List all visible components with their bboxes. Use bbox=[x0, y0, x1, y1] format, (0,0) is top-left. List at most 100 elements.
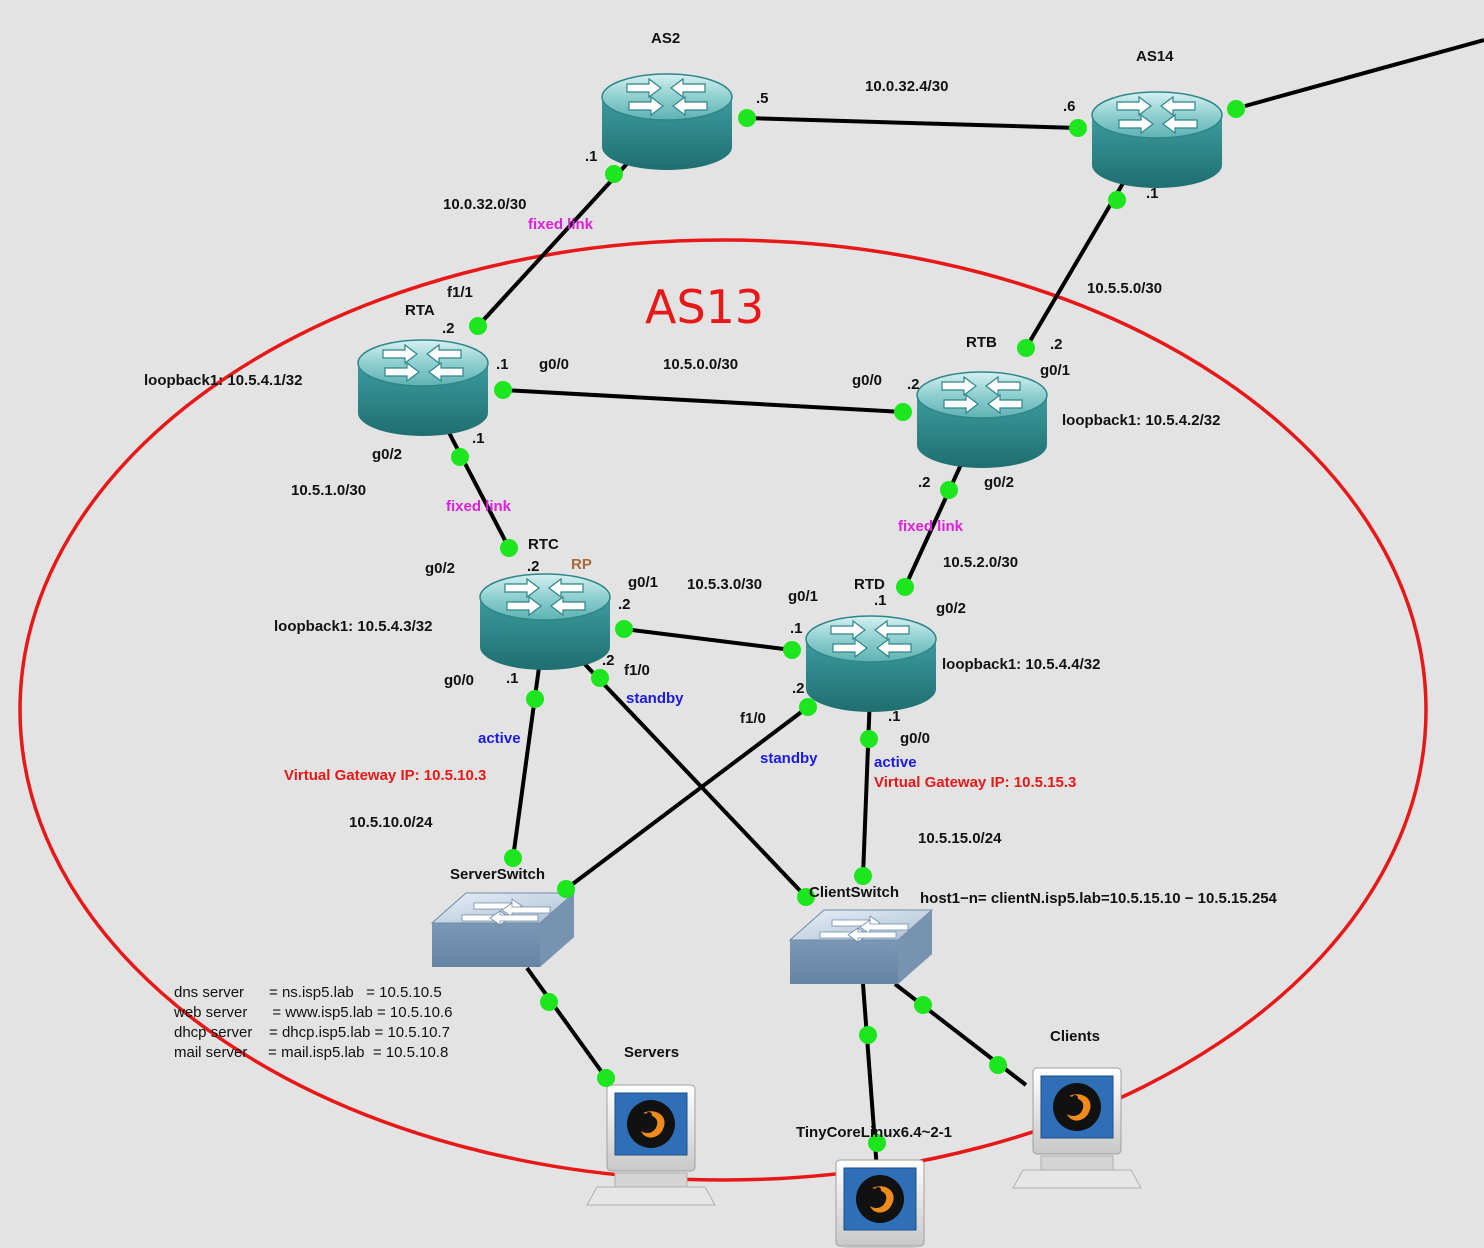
port-label: g0/2 bbox=[936, 600, 966, 617]
label-rtc: RTC bbox=[528, 536, 559, 553]
ports bbox=[451, 100, 1245, 1152]
link-as14-external bbox=[1244, 38, 1484, 108]
subnet-rta-rtc: 10.5.1.0/30 bbox=[291, 482, 366, 499]
label-tinycore: TinyCoreLinux6.4~2-1 bbox=[796, 1124, 952, 1141]
subnet-client-net: 10.5.15.0/24 bbox=[918, 830, 1002, 847]
port-label: .1 bbox=[790, 620, 803, 637]
port-label: g0/2 bbox=[984, 474, 1014, 491]
port-dot bbox=[1069, 119, 1087, 137]
port-dot bbox=[500, 539, 518, 557]
port-label: .6 bbox=[1063, 98, 1076, 115]
port-dot bbox=[494, 381, 512, 399]
port-label: g0/0 bbox=[852, 372, 882, 389]
port-dot bbox=[868, 1134, 886, 1152]
subnet-rtc-rtd: 10.5.3.0/30 bbox=[687, 576, 762, 593]
as13-title: AS13 bbox=[645, 280, 764, 334]
subnet-rtb-rtd: 10.5.2.0/30 bbox=[943, 554, 1018, 571]
port-dot bbox=[797, 888, 815, 906]
port-dot bbox=[860, 730, 878, 748]
port-label: .2 bbox=[602, 652, 615, 669]
virtual-gateway-server: Virtual Gateway IP: 10.5.10.3 bbox=[284, 767, 486, 784]
pc-servers[interactable] bbox=[586, 1084, 716, 1206]
router-as2[interactable] bbox=[601, 73, 733, 171]
port-dot bbox=[540, 993, 558, 1011]
loopback-rtc: loopback1: 10.5.4.3/32 bbox=[274, 618, 432, 635]
link-rtc-clientswitch bbox=[576, 655, 808, 899]
virtual-gateway-client: Virtual Gateway IP: 10.5.15.3 bbox=[874, 774, 1076, 791]
label-rtb: RTB bbox=[966, 334, 997, 351]
label-rta: RTA bbox=[405, 302, 435, 319]
port-dot bbox=[896, 578, 914, 596]
port-dot bbox=[591, 669, 609, 687]
link-as2-rta bbox=[476, 153, 637, 328]
link-rtb-rtd bbox=[903, 457, 966, 588]
port-label: .2 bbox=[442, 320, 455, 337]
port-label: g0/1 bbox=[628, 574, 658, 591]
router-rtd[interactable] bbox=[805, 615, 937, 713]
router-rtb[interactable] bbox=[916, 371, 1048, 469]
fixed-link-label: fixed link bbox=[528, 216, 594, 233]
port-dot bbox=[526, 690, 544, 708]
port-label: g0/1 bbox=[788, 588, 818, 605]
link-serverswitch-servers bbox=[525, 966, 608, 1080]
port-dot bbox=[914, 996, 932, 1014]
port-label: .5 bbox=[756, 90, 769, 107]
port-label: .2 bbox=[527, 558, 540, 575]
port-dot bbox=[597, 1069, 615, 1087]
subnet-rta-rtb: 10.5.0.0/30 bbox=[663, 356, 738, 373]
port-label: .1 bbox=[874, 592, 887, 609]
port-dot bbox=[940, 481, 958, 499]
port-dot bbox=[1108, 191, 1126, 209]
port-dot bbox=[989, 1056, 1007, 1074]
label-rtd: RTD bbox=[854, 576, 885, 593]
hsrp-active-label: active bbox=[478, 730, 521, 747]
port-label: f1/0 bbox=[624, 662, 650, 679]
port-label: .1 bbox=[506, 670, 519, 687]
port-label: g0/2 bbox=[372, 446, 402, 463]
port-dot bbox=[451, 448, 469, 466]
label-clients: Clients bbox=[1050, 1028, 1100, 1045]
link-rtd-serverswitch bbox=[564, 705, 810, 891]
client-hosts-note: host1−n= clientN.isp5.lab=10.5.15.10 − 1… bbox=[920, 890, 1278, 907]
port-label: g0/0 bbox=[900, 730, 930, 747]
port-label: .2 bbox=[1050, 336, 1063, 353]
port-label: .1 bbox=[1146, 185, 1159, 202]
port-dot bbox=[504, 849, 522, 867]
label-clientswitch: ClientSwitch bbox=[809, 884, 899, 901]
as13-boundary bbox=[18, 238, 1428, 1182]
port-dot bbox=[894, 403, 912, 421]
link-rtd-clientswitch bbox=[861, 694, 872, 877]
loopback-rta: loopback1: 10.5.4.1/32 bbox=[144, 372, 302, 389]
link-clientswitch-clients bbox=[893, 982, 1028, 1087]
link-rtc-serverswitch bbox=[511, 659, 542, 859]
port-dot bbox=[615, 620, 633, 638]
port-label: f1/0 bbox=[740, 710, 766, 727]
subnet-as14-rtb: 10.5.5.0/30 bbox=[1087, 280, 1162, 297]
label-serverswitch: ServerSwitch bbox=[450, 866, 545, 883]
port-label: g0/0 bbox=[539, 356, 569, 373]
port-label: .1 bbox=[585, 148, 598, 165]
switch-serverswitch[interactable] bbox=[431, 892, 575, 968]
server-list-item: web server = www.isp5.lab = 10.5.10.6 bbox=[173, 1004, 452, 1021]
switch-clientswitch[interactable] bbox=[789, 909, 933, 985]
router-as14[interactable] bbox=[1091, 91, 1223, 189]
port-dot bbox=[854, 867, 872, 885]
fixed-link-label: fixed link bbox=[898, 518, 964, 535]
port-dot bbox=[799, 698, 817, 716]
rp-label: RP bbox=[571, 556, 592, 573]
pc-clients[interactable] bbox=[1012, 1067, 1142, 1189]
hsrp-standby-label: standby bbox=[760, 750, 818, 767]
server-list-item: mail server = mail.isp5.lab = 10.5.10.8 bbox=[174, 1044, 448, 1061]
server-list-item: dns server = ns.isp5.lab = 10.5.10.5 bbox=[174, 984, 442, 1001]
router-rta[interactable] bbox=[357, 339, 489, 437]
port-label: g0/0 bbox=[444, 672, 474, 689]
link-rta-rtb bbox=[502, 388, 904, 414]
port-label: .1 bbox=[496, 356, 509, 373]
hsrp-standby-label: standby bbox=[626, 690, 684, 707]
port-label: .2 bbox=[618, 596, 631, 613]
port-label: .2 bbox=[918, 474, 931, 491]
router-rtc[interactable] bbox=[479, 573, 611, 671]
link-rta-rtc bbox=[442, 422, 511, 549]
link-as2-as14 bbox=[744, 116, 1079, 130]
port-label: .1 bbox=[888, 708, 901, 725]
